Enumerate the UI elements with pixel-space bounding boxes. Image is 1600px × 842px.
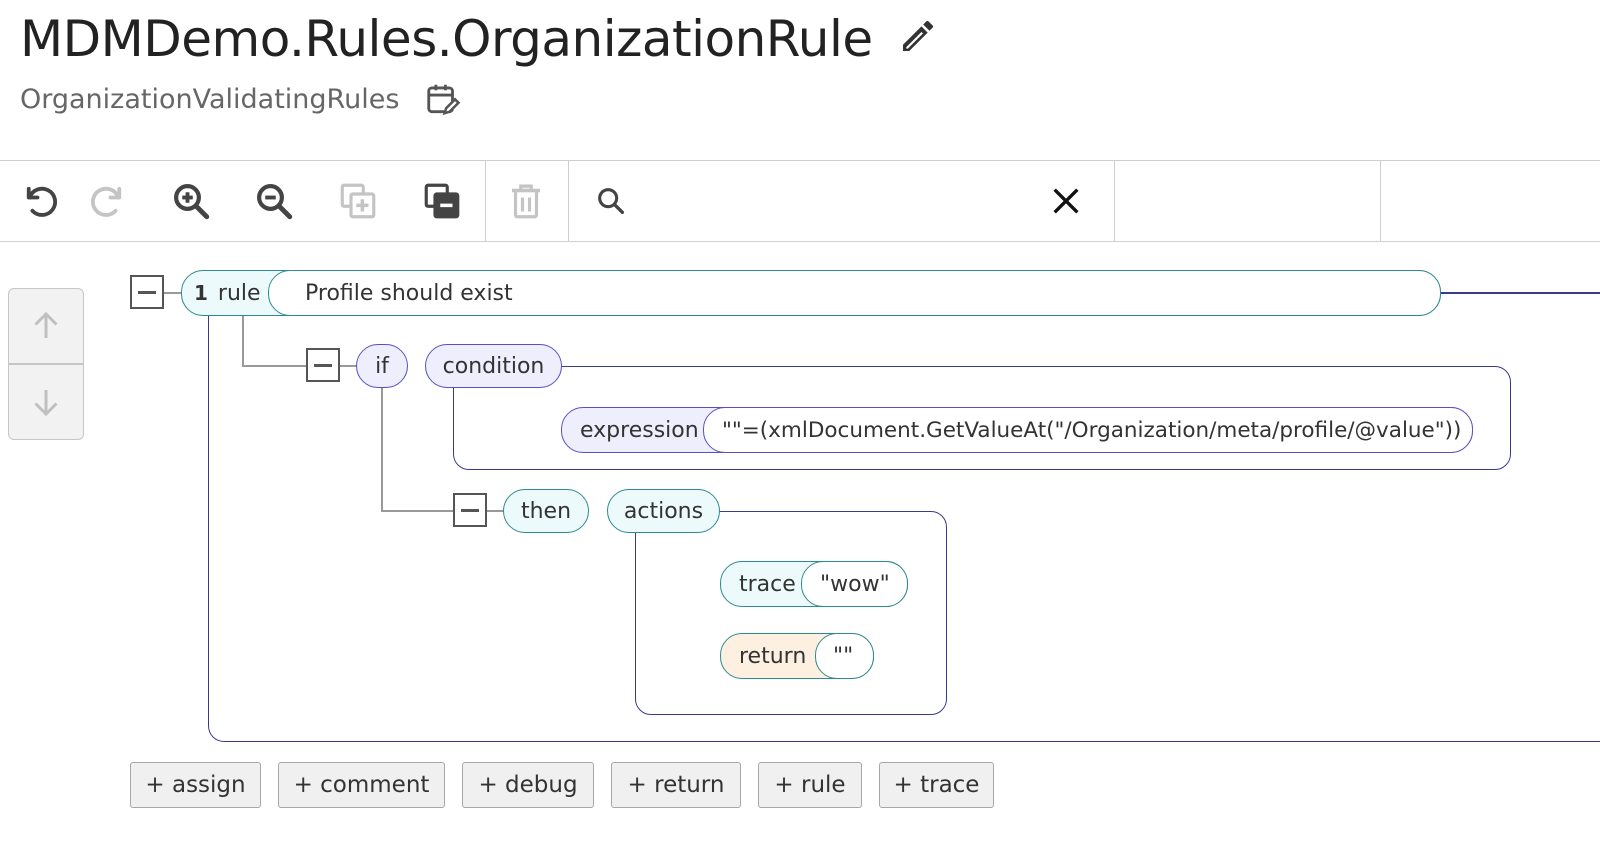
condition-frame (453, 366, 1511, 470)
connector-line (242, 316, 244, 366)
then-keyword[interactable]: then (503, 489, 589, 533)
expression-value-field[interactable]: ""=(xmlDocument.GetValueAt("/Organizatio… (703, 407, 1473, 453)
edit-ruleset-button[interactable] (424, 80, 462, 118)
search-input[interactable] (640, 172, 1040, 230)
add-rule-button[interactable]: + rule (758, 762, 862, 808)
calendar-edit-icon (427, 84, 461, 116)
toolbar-divider (1380, 160, 1381, 242)
undo-button[interactable] (0, 160, 82, 242)
rule-number: 1 (194, 281, 208, 305)
arrow-up-icon (34, 311, 58, 338)
connector-line (381, 388, 383, 510)
add-comment-button[interactable]: + comment (278, 762, 445, 808)
page-title: MDMDemo.Rules.OrganizationRule (20, 10, 873, 68)
toolbar-divider (1114, 160, 1115, 242)
move-controls-divider (8, 363, 84, 365)
page-subtitle: OrganizationValidatingRules (20, 84, 400, 115)
move-down-button[interactable] (8, 364, 84, 439)
add-return-button[interactable]: + return (611, 762, 741, 808)
collapse-then-toggle[interactable] (453, 493, 487, 527)
clear-search-button[interactable] (1025, 160, 1107, 242)
redo-icon (90, 186, 122, 217)
add-trace-button[interactable]: + trace (879, 762, 994, 808)
arrow-down-icon (34, 389, 58, 416)
pencil-icon (903, 20, 934, 51)
zoom-out-icon (257, 184, 293, 220)
connector-line (381, 510, 453, 512)
redo-button[interactable] (66, 160, 148, 242)
duplicate-button[interactable] (317, 160, 399, 242)
expression-label: expression (580, 417, 699, 443)
zoom-out-button[interactable] (233, 160, 315, 242)
if-keyword[interactable]: if (356, 344, 408, 388)
close-icon (1053, 188, 1079, 214)
rule-keyword: rule (217, 280, 261, 306)
copy-add-icon (340, 183, 376, 219)
connector-line (486, 510, 504, 512)
connector-line (339, 365, 357, 367)
zoom-in-button[interactable] (150, 160, 232, 242)
actions-frame (635, 511, 947, 715)
add-debug-button[interactable]: + debug (462, 762, 594, 808)
return-label: return (739, 643, 807, 669)
undo-icon (26, 186, 58, 217)
trash-icon (512, 184, 540, 219)
condition-block[interactable]: condition (425, 344, 562, 388)
rule-name-field[interactable]: Profile should exist (268, 270, 1441, 316)
collapse-if-toggle[interactable] (306, 348, 340, 382)
actions-block[interactable]: actions (607, 489, 720, 533)
search-icon (598, 188, 625, 215)
rule-body-frame (208, 292, 1600, 742)
edit-title-button[interactable] (898, 16, 938, 56)
copy-remove-icon (424, 183, 460, 219)
collapse-rule-toggle[interactable] (130, 275, 164, 309)
remove-copy-button[interactable] (401, 160, 483, 242)
toolbar-divider (568, 160, 569, 242)
move-up-button[interactable] (8, 288, 84, 363)
search-button[interactable] (570, 160, 652, 242)
delete-button[interactable] (485, 160, 567, 242)
connector-line (164, 292, 182, 294)
toolbar-divider (485, 160, 486, 242)
trace-value-field[interactable]: "wow" (801, 561, 908, 607)
rule-frame-line (1440, 292, 1600, 294)
zoom-in-icon (174, 184, 210, 220)
trace-label: trace (739, 571, 796, 597)
connector-line (242, 365, 306, 367)
return-value-field[interactable]: "" (815, 633, 874, 679)
toolbar (0, 160, 1600, 242)
add-assign-button[interactable]: + assign (130, 762, 261, 808)
